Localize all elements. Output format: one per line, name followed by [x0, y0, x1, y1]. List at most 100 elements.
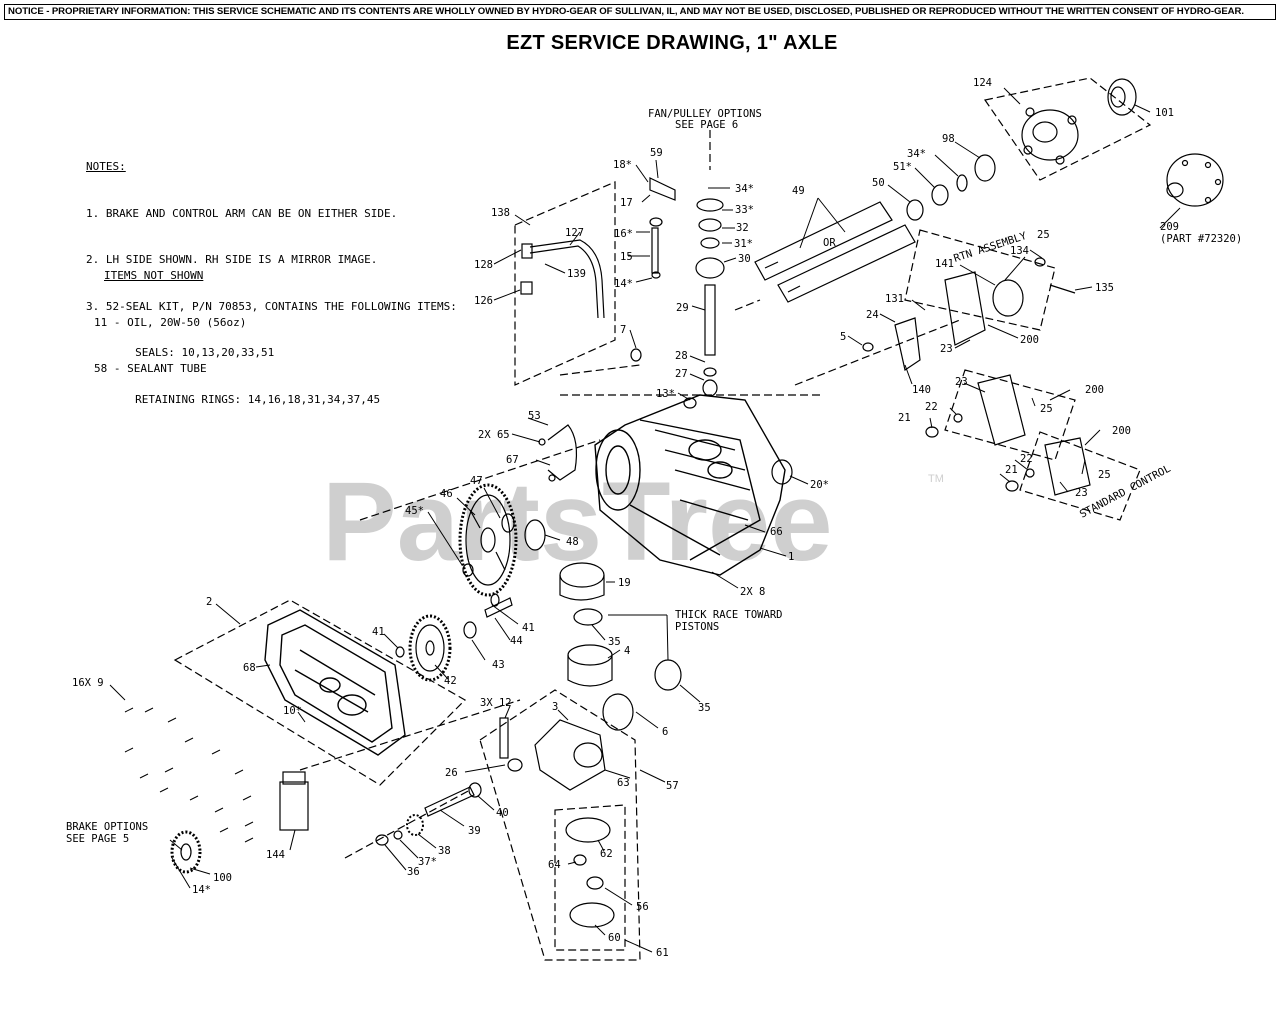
- part-callout: 30: [738, 253, 751, 265]
- brake-gear: [170, 830, 202, 874]
- part-callout: 200: [1020, 334, 1039, 346]
- hub-group-outline: [983, 77, 1152, 181]
- fan-shaft: [630, 177, 676, 362]
- part-callout: 68: [243, 662, 256, 674]
- part-callout: 144: [266, 849, 285, 861]
- part-callout: 36: [407, 866, 420, 878]
- part-callout: 3X 12: [480, 697, 512, 709]
- part-callout: 23: [940, 343, 953, 355]
- cover-bolts: [124, 707, 254, 843]
- wheel-hub: [1021, 107, 1079, 165]
- part-callout: 139: [567, 268, 586, 280]
- part-callout: 25: [1040, 403, 1053, 415]
- part-callout: 1: [788, 551, 794, 563]
- part-callout: 29: [676, 302, 689, 314]
- part-callout: 49: [792, 185, 805, 197]
- part-callout: 2: [206, 596, 212, 608]
- notes-block: NOTES: 1. BRAKE AND CONTROL ARM CAN BE O…: [86, 128, 457, 423]
- part-callout: 43: [492, 659, 505, 671]
- vent-tube: [520, 239, 605, 319]
- part-callout: 63: [617, 777, 630, 789]
- part-callout: 64: [548, 859, 561, 871]
- part-callout: 67: [506, 454, 519, 466]
- part-callout: 17: [620, 197, 633, 209]
- part-callout: 31*: [734, 238, 753, 250]
- part-callout: 13*: [656, 388, 675, 400]
- part-callout: 51*: [893, 161, 912, 173]
- cover-group-outline: [173, 599, 466, 786]
- part-callout: 22: [1020, 453, 1033, 465]
- part-callout: 141: [935, 258, 954, 270]
- part-callout: 61: [656, 947, 669, 959]
- part-callout: FAN/PULLEY OPTIONS: [648, 108, 762, 120]
- part-callout: 21: [1005, 464, 1018, 476]
- bearing: [1107, 78, 1137, 116]
- part-callout: 38: [438, 845, 451, 857]
- part-callout: 28: [675, 350, 688, 362]
- part-callout: 15: [620, 251, 633, 263]
- centerline: [794, 319, 961, 386]
- center-section: [499, 717, 606, 791]
- part-callout: 34*: [907, 148, 926, 160]
- center-section-outline: [479, 689, 641, 961]
- input-shaft-stack: [683, 198, 725, 409]
- part-callout: BRAKE OPTIONS: [66, 821, 148, 833]
- main-housing: [594, 394, 786, 576]
- part-callout: 40: [496, 807, 509, 819]
- part-callout: STANDARD CONTROL: [1078, 463, 1173, 521]
- part-callout: 35: [698, 702, 711, 714]
- notes-heading: NOTES:: [86, 160, 126, 173]
- part-callout: 59: [650, 147, 663, 159]
- part-callout: 66: [770, 526, 783, 538]
- brake-shaft: [375, 593, 513, 846]
- brake-pad: [279, 771, 309, 831]
- note-line: 1. BRAKE AND CONTROL ARM CAN BE ON EITHE…: [86, 206, 398, 220]
- part-callout: 2X 8: [740, 586, 765, 598]
- centerline: [734, 299, 761, 311]
- items-not-shown-heading: ITEMS NOT SHOWN: [104, 269, 204, 282]
- part-callout: 35: [608, 636, 621, 648]
- part-callout: 42: [444, 675, 457, 687]
- part-callout: 140: [912, 384, 931, 396]
- part-callout: SEE PAGE 5: [66, 833, 129, 845]
- part-callout: 20*: [810, 479, 829, 491]
- part-callout: 37*: [418, 856, 437, 868]
- part-callout: 60: [608, 932, 621, 944]
- part-callout: 126: [474, 295, 493, 307]
- part-callout: 62: [600, 848, 613, 860]
- part-callout: 56: [636, 901, 649, 913]
- part-callout: 41: [372, 626, 385, 638]
- part-callout: 4: [624, 645, 630, 657]
- part-callout: 44: [510, 635, 523, 647]
- part-callout: 46: [440, 488, 453, 500]
- centerline: [359, 439, 601, 521]
- part-callout: 18*: [613, 159, 632, 171]
- part-callout: 25: [1037, 229, 1050, 241]
- item-line: 58 - SEALANT TUBE: [94, 362, 207, 375]
- hub-option: [1166, 153, 1224, 207]
- control-arm: [862, 317, 1091, 496]
- part-callout: 10*: [283, 705, 302, 717]
- part-callout: 200: [1085, 384, 1104, 396]
- part-callout: 32: [736, 222, 749, 234]
- proprietary-notice: NOTICE - PROPRIETARY INFORMATION: THIS S…: [4, 4, 1276, 20]
- part-callout: 131: [885, 293, 904, 305]
- part-callout: 47: [470, 475, 483, 487]
- part-callout: 50: [872, 177, 885, 189]
- part-callout: 48: [566, 536, 579, 548]
- part-callout: 23: [1075, 487, 1088, 499]
- part-callout: OR: [823, 237, 836, 249]
- part-callout: 53: [528, 410, 541, 422]
- centerline: [299, 699, 521, 771]
- part-callout: 124: [973, 77, 992, 89]
- axle-seals: [771, 154, 996, 485]
- part-callout: 24: [866, 309, 879, 321]
- part-callout: 138: [491, 207, 510, 219]
- item-line: 11 - OIL, 20W-50 (56oz): [94, 315, 247, 329]
- part-callout: SEE PAGE 6: [675, 119, 738, 131]
- part-callout: 39: [468, 825, 481, 837]
- part-callout: 34*: [735, 183, 754, 195]
- bevel-gear: [408, 614, 452, 682]
- part-callout: 7: [620, 324, 626, 336]
